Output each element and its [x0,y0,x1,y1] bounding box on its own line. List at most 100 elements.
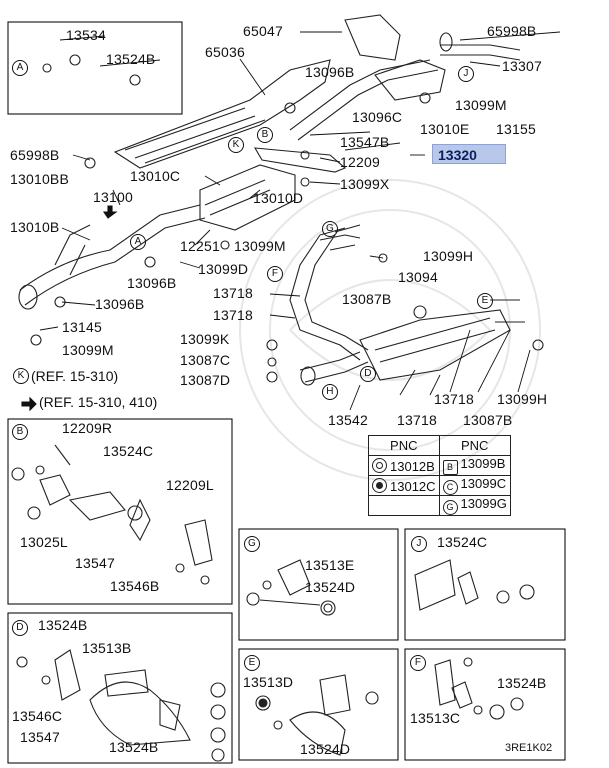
inset-d-box [7,612,233,764]
part-label[interactable]: 13099K [180,331,230,347]
callout-e[interactable]: E [244,655,260,671]
bracket-13320 [253,147,347,173]
leader-lines [39,31,561,411]
part-label[interactable]: 13513B [82,640,132,656]
callout-g[interactable]: G [322,221,338,237]
callout-k[interactable]: K [228,137,244,153]
part-label[interactable]: 13087B [342,291,392,307]
part-label[interactable]: 12209 [340,154,380,170]
part-label[interactable]: 65036 [205,44,245,60]
part-label[interactable]: 13094 [398,269,438,285]
part-label[interactable]: 13524B [497,675,547,691]
part-label[interactable]: 13087D [180,372,231,388]
callout-d[interactable]: D [360,366,376,382]
part-label[interactable]: 13145 [62,319,102,335]
part-label[interactable]: 13524D [305,579,356,595]
callout-a[interactable]: A [130,234,146,250]
inset-b-parts [11,444,213,585]
callout-a[interactable]: A [12,60,28,76]
callout-f[interactable]: F [267,266,283,282]
part-label[interactable]: 12251 [180,238,220,254]
highlighted-part-13320[interactable]: 13320 [432,144,506,164]
part-label[interactable]: 13096B [95,296,145,312]
inset-f-parts [434,657,524,720]
part-label[interactable]: 13099M [234,238,286,254]
part-label[interactable]: 13100 [93,189,133,205]
callout-j[interactable]: J [411,536,427,552]
part-label[interactable]: 13025L [20,534,68,550]
callout-f[interactable]: F [410,655,426,671]
pnc-row [368,495,440,516]
rear-system [289,224,525,386]
part-label[interactable]: 13524C [103,443,154,459]
part-label[interactable]: 13547 [75,555,115,571]
inset-d-parts [16,649,226,762]
reference-arrow[interactable]: (REF. 15-310, 410) [39,394,158,410]
part-label[interactable]: 13087B [463,412,513,428]
part-label[interactable]: 13099M [62,342,114,358]
callout-d[interactable]: D [12,620,28,636]
part-label[interactable]: 13534 [66,27,106,43]
upper-pipe [289,14,521,141]
part-label[interactable]: 13096C [352,109,403,125]
part-label[interactable]: 13542 [328,412,368,428]
part-label[interactable]: 13513D [243,674,294,690]
inset-e-parts [255,674,379,756]
part-label[interactable]: 13547B [340,134,390,150]
part-label[interactable]: 13513C [410,710,461,726]
inset-g-box [238,528,399,641]
part-label[interactable]: 13524C [437,534,488,550]
part-label[interactable]: 13546C [12,708,63,724]
part-label[interactable]: 13524B [109,739,159,755]
part-label[interactable]: 13010BB [10,171,70,187]
part-label[interactable]: 13546B [110,578,160,594]
reference-k[interactable]: (REF. 15-310) [31,368,119,384]
heat-shield [113,59,331,169]
part-label[interactable]: 13718 [213,307,253,323]
washer-ring-icon [372,457,387,473]
pnc-row: 13012B [368,455,440,476]
part-label[interactable]: 12209R [62,420,113,436]
part-label[interactable]: 65047 [243,23,283,39]
part-label[interactable]: 12209L [166,477,214,493]
inset-e-box [238,648,399,761]
part-label[interactable]: 13524B [38,617,88,633]
callout-b[interactable]: B [12,424,28,440]
part-label[interactable]: 13718 [397,412,437,428]
part-label[interactable]: 13010B [10,219,60,235]
callout-h[interactable]: H [322,384,338,400]
callout-j[interactable]: J [458,66,474,82]
part-label[interactable]: 13307 [502,58,542,74]
part-label[interactable]: 65998B [487,23,537,39]
callout-c-icon: C [442,480,458,495]
part-label[interactable]: 13010C [130,168,181,184]
callout-g[interactable]: G [244,536,260,552]
part-label[interactable]: 13524B [106,51,156,67]
part-label[interactable]: 13010D [253,190,304,206]
diagram-code: 3RE1K02 [505,742,553,754]
part-label[interactable]: 13099H [497,391,548,407]
part-label[interactable]: 13096B [305,64,355,80]
part-label[interactable]: 13099H [423,248,474,264]
part-label[interactable]: 13155 [496,121,536,137]
part-label[interactable]: 13087C [180,352,231,368]
part-label[interactable]: 13718 [213,285,253,301]
part-label[interactable]: 13099M [455,97,507,113]
part-label[interactable]: 13513E [305,557,355,573]
callout-b[interactable]: B [257,127,273,143]
front-pipe [18,204,206,310]
part-label[interactable]: 13099X [340,176,390,192]
callout-e[interactable]: E [477,293,493,309]
part-label[interactable]: 65998B [10,147,60,163]
part-label[interactable]: 13096B [127,275,177,291]
part-label[interactable]: 13010E [420,121,470,137]
pnc-row: 13012C [368,475,440,496]
part-label[interactable]: 13547 [20,729,60,745]
part-label[interactable]: 13718 [434,391,474,407]
callout-k[interactable]: K [13,368,29,384]
part-label[interactable]: 13524D [300,741,351,757]
part-label[interactable]: 13099D [198,261,249,277]
